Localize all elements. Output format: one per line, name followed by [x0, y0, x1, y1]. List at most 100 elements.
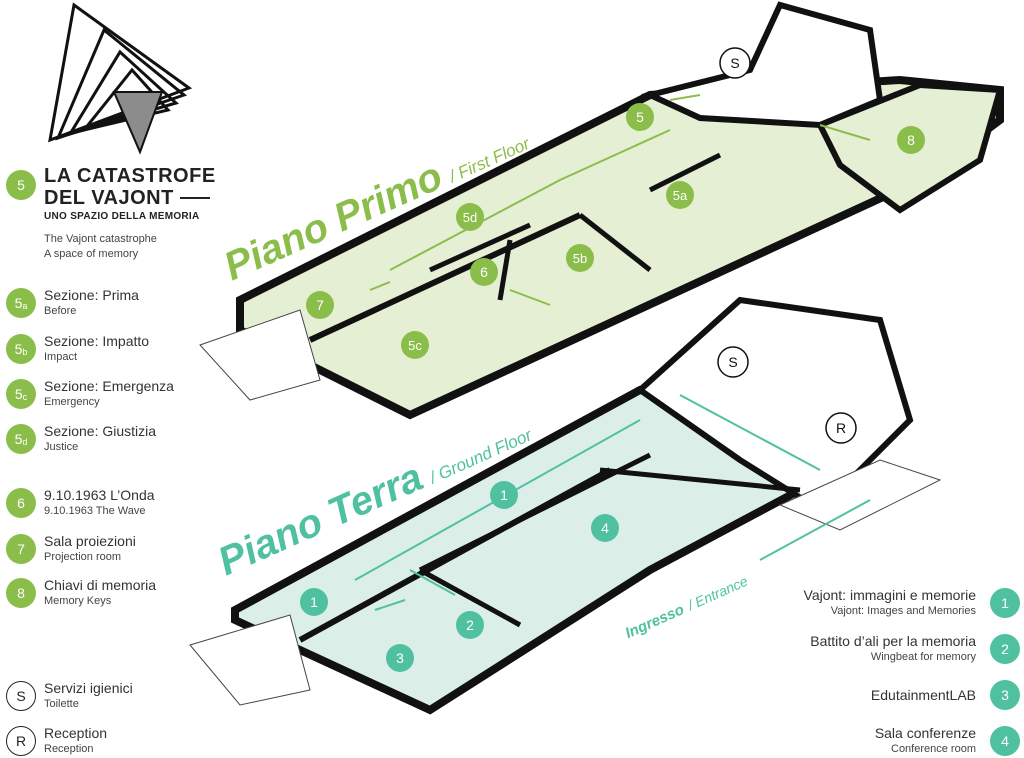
marker-6: [470, 258, 498, 286]
legend-label: 9.10.1963 L’Onda: [44, 487, 155, 503]
legend-text: EdutainmentLAB: [871, 687, 976, 704]
first-floor-markers: 5 5a 5b 5c 5d 6 7 8 S: [306, 47, 925, 359]
marker-1a: [490, 481, 518, 509]
title-badge: 5: [6, 170, 36, 200]
legend-label-en: Emergency: [44, 396, 100, 408]
label-5b: 5b: [573, 251, 587, 266]
legend-label: Battito d’ali per la memoria: [810, 633, 976, 649]
label-5c: 5c: [408, 338, 422, 353]
marker-1b: [300, 588, 328, 616]
legend-badge: 3: [990, 680, 1020, 710]
label-1a: 1: [500, 487, 508, 503]
legend-label-en: Before: [44, 305, 77, 317]
label-6: 6: [480, 264, 488, 280]
legend-label-en: Conference room: [891, 743, 976, 755]
legend-badge: 7: [6, 533, 36, 564]
service-badge: R: [6, 725, 36, 756]
legend-item: 6 9.10.1963 L’Onda 9.10.1963 The Wave: [6, 487, 155, 518]
marker-8: [897, 126, 925, 154]
legend-label: Sezione: Emergenza: [44, 378, 174, 394]
title-line1: LA CATASTROFE: [44, 165, 216, 187]
title-en2: A space of memory: [44, 248, 139, 260]
legend-label-en: Reception: [44, 743, 94, 755]
label-s-ground: S: [728, 354, 737, 370]
legend-label-en: Justice: [44, 441, 79, 453]
legend-label: EdutainmentLAB: [870, 686, 976, 703]
marker-toilet-ground: [717, 346, 749, 378]
marker-toilet-first: [719, 47, 751, 79]
legend-label-en: Memory Keys: [44, 595, 112, 607]
label-4: 4: [601, 520, 609, 536]
legend-label: Sala conferenze: [874, 725, 976, 741]
legend-label-en: Vajont: Images and Memories: [830, 605, 976, 617]
label-7: 7: [316, 297, 324, 313]
label-8: 8: [907, 132, 915, 148]
label-1b: 1: [310, 594, 318, 610]
marker-2: [456, 611, 484, 639]
service-badge: S: [6, 680, 36, 711]
ground-floor-markers: 1 1 2 3 4 S R: [300, 346, 857, 672]
legend-label: Vajont: immagini e memorie: [803, 587, 976, 603]
exhibit-title: LA CATASTROFE DEL VAJONT UNO SPAZIO DELL…: [44, 165, 216, 262]
legend-label-en: 9.10.1963 The Wave: [44, 505, 146, 517]
legend-badge: 6: [6, 487, 36, 518]
title-line3: UNO SPAZIO DELLA MEMORIA: [44, 211, 200, 222]
label-5: 5: [636, 109, 644, 125]
label-s-first: S: [730, 55, 739, 71]
legend-text: 9.10.1963 L’Onda 9.10.1963 The Wave: [44, 487, 155, 518]
marker-reception: [825, 412, 857, 444]
ground-floor-plan: [189, 296, 942, 715]
legend-label: Chiavi di memoria: [44, 577, 157, 593]
label-5a: 5a: [673, 188, 688, 203]
label-2: 2: [466, 617, 474, 633]
legend-badge: 2: [990, 633, 1020, 664]
legend-badge: 8: [6, 577, 36, 608]
legend-label: Sala proiezioni: [44, 533, 136, 549]
title-line2: DEL VAJONT: [44, 187, 216, 209]
label-r: R: [836, 420, 846, 436]
marker-5a: [666, 181, 694, 209]
marker-5b: [566, 244, 594, 272]
first-floor-plan: [199, 1, 1004, 420]
label-5d: 5d: [463, 210, 477, 225]
floor-plans: 5 5a 5b 5c 5d 6 7 8 S: [189, 1, 1004, 715]
marker-7: [306, 291, 334, 319]
vajont-logo: [48, 2, 193, 155]
legend-badge: 4: [990, 725, 1020, 756]
legend-label: Sezione: Impatto: [44, 333, 150, 349]
label-3: 3: [396, 650, 404, 666]
marker-3: [386, 644, 414, 672]
legend-badge: 1: [990, 587, 1020, 618]
legend-label-en: Toilette: [44, 698, 79, 710]
marker-5d: [456, 203, 484, 231]
legend-label-en: Wingbeat for memory: [870, 651, 976, 663]
legend-ground-item: EdutainmentLAB 3: [871, 680, 1020, 710]
legend-label: Sezione: Giustizia: [44, 423, 157, 439]
title-en1: The Vajont catastrophe: [44, 233, 157, 245]
legend-label: Reception: [44, 725, 108, 741]
legend-label: Servizi igienici: [44, 680, 133, 696]
